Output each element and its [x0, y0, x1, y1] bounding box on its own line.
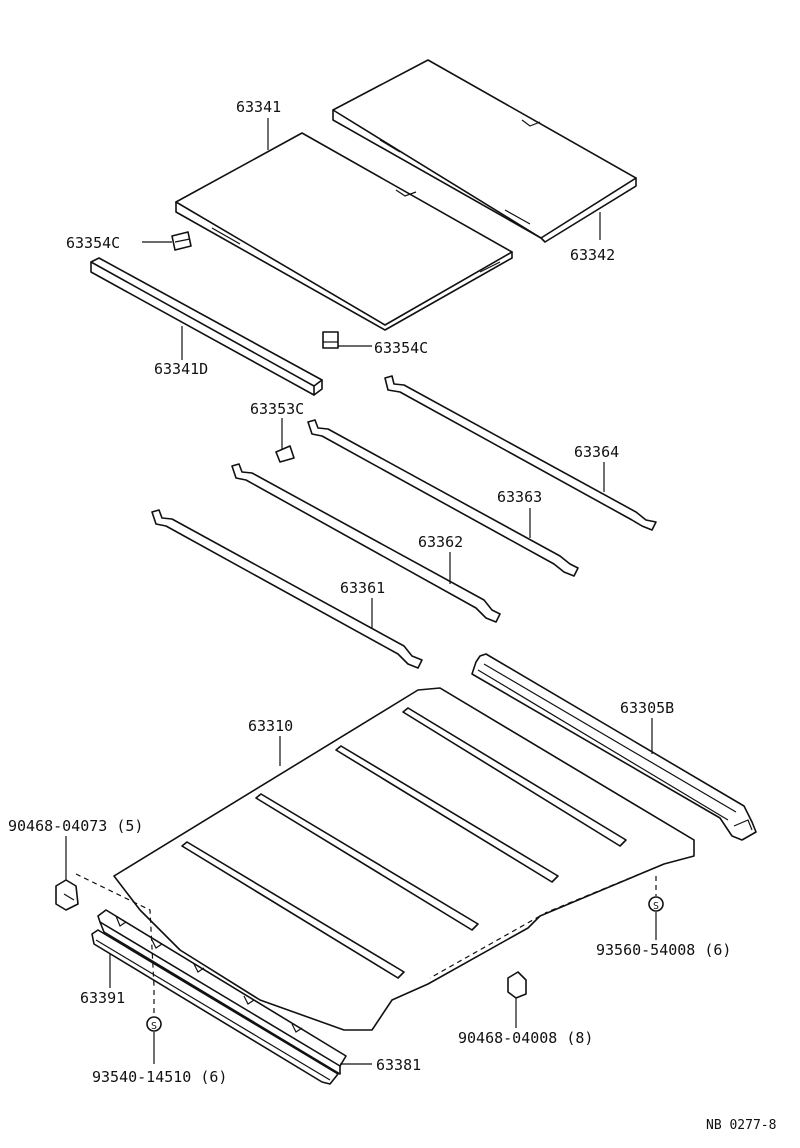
wire-63363: [307, 419, 579, 577]
screw-mark-label: S: [151, 1021, 157, 1032]
wire-63362: [231, 463, 501, 623]
label-63354c-upper: 63354C: [66, 234, 120, 252]
leader-lines: [65, 118, 657, 1065]
label-63341d: 63341D: [154, 360, 208, 378]
label-63341: 63341: [236, 98, 281, 116]
label-93540-14510: 93540-14510 (6): [92, 1068, 227, 1086]
panel-63342: [332, 59, 637, 243]
label-90468-04008: 90468-04008 (8): [458, 1029, 593, 1047]
clip-90468-04073: [55, 879, 79, 911]
label-63391: 63391: [80, 989, 125, 1007]
guide-line-left: [75, 873, 155, 987]
rail-63391: [91, 929, 339, 1085]
clip-90468-04008: [507, 971, 527, 999]
rail-63305b: [471, 653, 757, 841]
label-63361: 63361: [340, 579, 385, 597]
label-63310: 63310: [248, 717, 293, 735]
label-90468-04073: 90468-04073 (5): [8, 817, 143, 835]
screw-93560-54008: S: [648, 876, 664, 912]
label-63342: 63342: [570, 246, 615, 264]
label-63381: 63381: [376, 1056, 421, 1074]
pad-63353c: [275, 445, 295, 463]
label-63305b: 63305B: [620, 699, 674, 717]
label-63362: 63362: [418, 533, 463, 551]
label-63364: 63364: [574, 443, 619, 461]
retainer-63381: [97, 909, 347, 1075]
label-93560-54008: 93560-54008 (6): [596, 941, 731, 959]
screw-93540-14510: S: [146, 990, 162, 1032]
clip-63354c-upper: [171, 231, 192, 251]
label-63363: 63363: [497, 488, 542, 506]
screw-mark-label: S: [653, 901, 659, 912]
wire-63364: [384, 375, 657, 531]
wire-63361: [151, 509, 423, 669]
headliner-63310: [113, 687, 695, 1031]
clip-63354c-lower: [322, 331, 339, 349]
strip-63341d: [90, 257, 323, 396]
label-63354c-lower: 63354C: [374, 339, 428, 357]
footer-code: NB 0277-8: [706, 1118, 776, 1133]
label-63353c: 63353C: [250, 400, 304, 418]
panel-63341: [175, 132, 513, 331]
